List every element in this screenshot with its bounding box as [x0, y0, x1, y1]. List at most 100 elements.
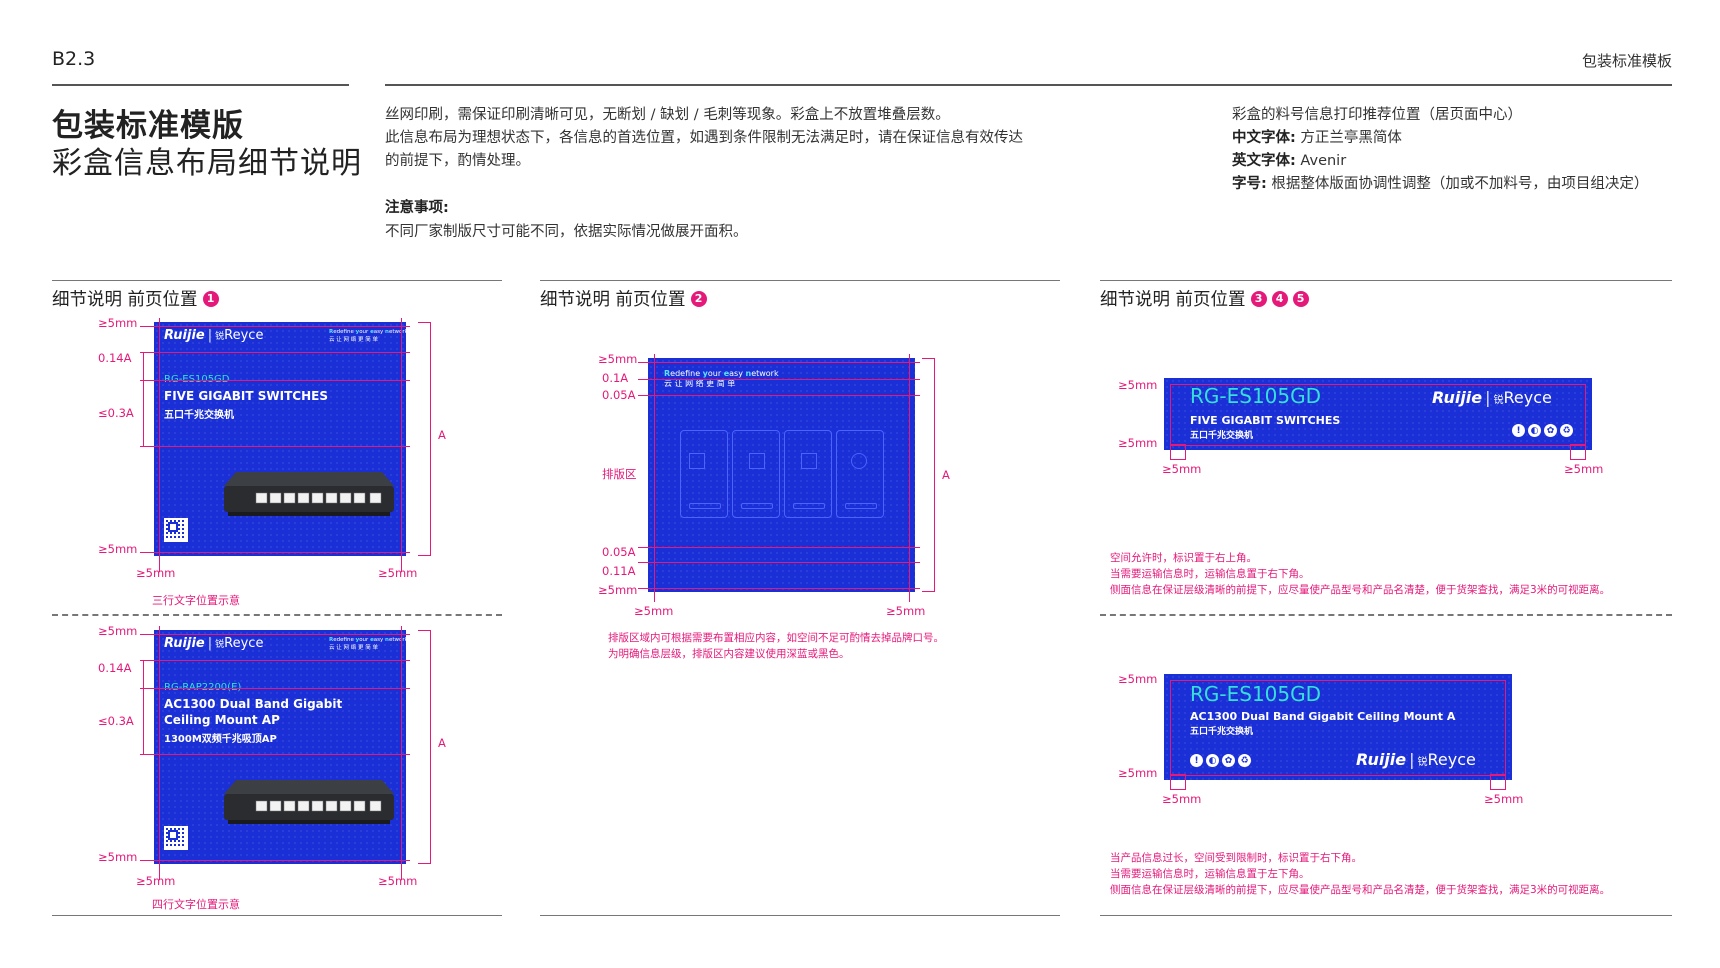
panel3-label: 0.11A: [602, 564, 636, 578]
panel1-guide: [140, 380, 410, 381]
section1-divider: [52, 614, 502, 616]
panel2-switch-image: [224, 780, 394, 824]
panel2-label: ≤0.3A: [98, 714, 134, 728]
panel3-diagram-card: [836, 430, 884, 518]
panel5-label: ≥5mm: [1118, 672, 1158, 686]
section3-divider: [1100, 614, 1672, 616]
panel2-guide: [140, 754, 410, 755]
panel1-label: A: [438, 428, 446, 442]
panel3-diagram-card: [680, 430, 728, 518]
panel3-a-bracket: [922, 358, 934, 359]
panel2-label: ≥5mm: [98, 624, 138, 638]
panel3-label: 0.05A: [602, 545, 636, 559]
panel2-a-bracket: [418, 630, 430, 631]
panel1-slogan: Redefine your easy network 云 让 网 络 更 简 单: [329, 329, 406, 343]
badge-1: 1: [202, 290, 219, 307]
panel5-corner-marker: [1170, 774, 1186, 790]
panel1-label: ≤0.3A: [98, 406, 134, 420]
badge-3: 3: [1250, 290, 1267, 307]
panel3-guide: [638, 395, 920, 396]
panel1-guide: [159, 318, 160, 572]
panel1-label: ≥5mm: [98, 316, 138, 330]
intro-line-2: 此信息布局为理想状态下，各信息的首选位置，如遇到条件限制无法满足时，请在保证信息…: [385, 130, 1023, 146]
panel5-guide-frame: [1170, 680, 1506, 776]
panel1-qr-code: [164, 518, 188, 542]
section3-title: 细节说明 前页位置 3 4 5: [1100, 286, 1309, 311]
panel2-guide: [140, 688, 410, 689]
page-code: B2.3: [52, 48, 96, 70]
panel1-switch-image: [224, 472, 394, 516]
panel1-name-en: FIVE GIGABIT SWITCHES: [164, 389, 328, 403]
panel2-caption: 四行文字位置示意: [152, 898, 240, 911]
font-info-cn: 中文字体: 方正兰亭黑简体: [1232, 130, 1402, 146]
panel4-label: ≥5mm: [1118, 436, 1158, 450]
panel2-guide: [401, 626, 402, 880]
panel1-a-bracket: [430, 322, 431, 556]
panel1-label: ≥5mm: [136, 566, 176, 580]
cert-icon: ✿: [1544, 424, 1557, 437]
panel3-guide: [909, 354, 910, 602]
header-rule-left: [52, 84, 349, 86]
panel2-name-en-2: Ceiling Mount AP: [164, 713, 280, 727]
panel1-guide: [140, 352, 410, 353]
panel3-label: ≥5mm: [598, 352, 638, 366]
panel3-label: ≥5mm: [598, 583, 638, 597]
panel2-guide: [140, 660, 410, 661]
header-rule-right: [385, 84, 1672, 86]
panel1-a-bracket: [418, 555, 430, 556]
panel1-caption: 三行文字位置示意: [152, 594, 240, 607]
panel2-label: A: [438, 736, 446, 750]
panel1-a-bracket: [418, 322, 430, 323]
panel4-note: 空间允许时，标识置于右上角。 当需要运输信息时，运输信息置于右下角。 侧面信息在…: [1110, 552, 1611, 596]
panel3-guide: [638, 379, 920, 380]
panel3-label: ≥5mm: [886, 604, 926, 618]
panel3-guide: [638, 547, 920, 548]
panel3-guide: [638, 562, 920, 563]
panel2-a-bracket: [418, 863, 430, 864]
panel5-label: ≥5mm: [1162, 792, 1202, 806]
intro-text: 丝网印刷，需保证印刷清晰可见，无断划 / 缺划 / 毛刺等现象。彩盒上不放置堆叠…: [385, 104, 1085, 173]
panel1-name-cn: 五口千兆交换机: [164, 410, 234, 421]
panel2-label: 0.14A: [98, 661, 132, 675]
panel2-guide: [159, 626, 160, 880]
panel1-box: Ruijie|锐Reyce Redefine your easy network…: [154, 322, 406, 556]
panel2-label: ≥5mm: [136, 874, 176, 888]
panel3-label: 0.1A: [602, 371, 629, 385]
panel5-label: ≥5mm: [1118, 766, 1158, 780]
section-name: 包装标准模板: [1581, 52, 1672, 70]
badge-4: 4: [1271, 290, 1288, 307]
page-title: 包装标准模版: [52, 108, 244, 144]
section1-bottom-rule: [52, 915, 502, 916]
font-info-size: 字号: 根据整体版面协调性调整（加或不加料号，由项目组决定）: [1232, 176, 1649, 192]
panel2-label: ≥5mm: [98, 850, 138, 864]
panel5-certification-icons: !◐✿♻: [1190, 754, 1251, 767]
panel2-model: RG-RAP2200(E): [164, 682, 241, 693]
panel1-guide: [140, 552, 410, 553]
panel4-label: ≥5mm: [1162, 462, 1202, 476]
panel4-guide-frame: [1170, 384, 1586, 446]
panel3-label: 排版区: [602, 467, 637, 481]
panel1-model: RG-ES105GD: [164, 374, 230, 385]
panel5-box: RG-ES105GD AC1300 Dual Band Gigabit Ceil…: [1164, 674, 1512, 780]
panel1-logo: Ruijie|锐Reyce: [164, 328, 264, 343]
recycle-icon: ♻: [1238, 754, 1251, 767]
panel3-guide: [654, 354, 655, 602]
panel1-label: ≥5mm: [98, 542, 138, 556]
panel4-name-en: FIVE GIGABIT SWITCHES: [1190, 414, 1341, 427]
panel2-guide: [140, 634, 410, 635]
panel3-diagram-card: [784, 430, 832, 518]
panel3-note: 排版区域内可根据需要布置相应内容，如空间不足可酌情去掉品牌口号。 为明确信息层级…: [608, 632, 944, 660]
panel1-guide: [140, 326, 410, 327]
panel4-box: RG-ES105GD FIVE GIGABIT SWITCHES 五口千兆交换机…: [1164, 378, 1592, 450]
panel3-label: 0.05A: [602, 388, 636, 402]
panel1-bracket: [143, 352, 144, 446]
section1-top-rule: [52, 280, 502, 281]
panel3-guide: [638, 588, 920, 589]
panel4-label: ≥5mm: [1564, 462, 1604, 476]
panel4-certification-icons: !◐✿♻: [1512, 424, 1573, 437]
section2-top-rule: [540, 280, 1060, 281]
panel4-label: ≥5mm: [1118, 378, 1158, 392]
panel1-label: 0.14A: [98, 351, 132, 365]
